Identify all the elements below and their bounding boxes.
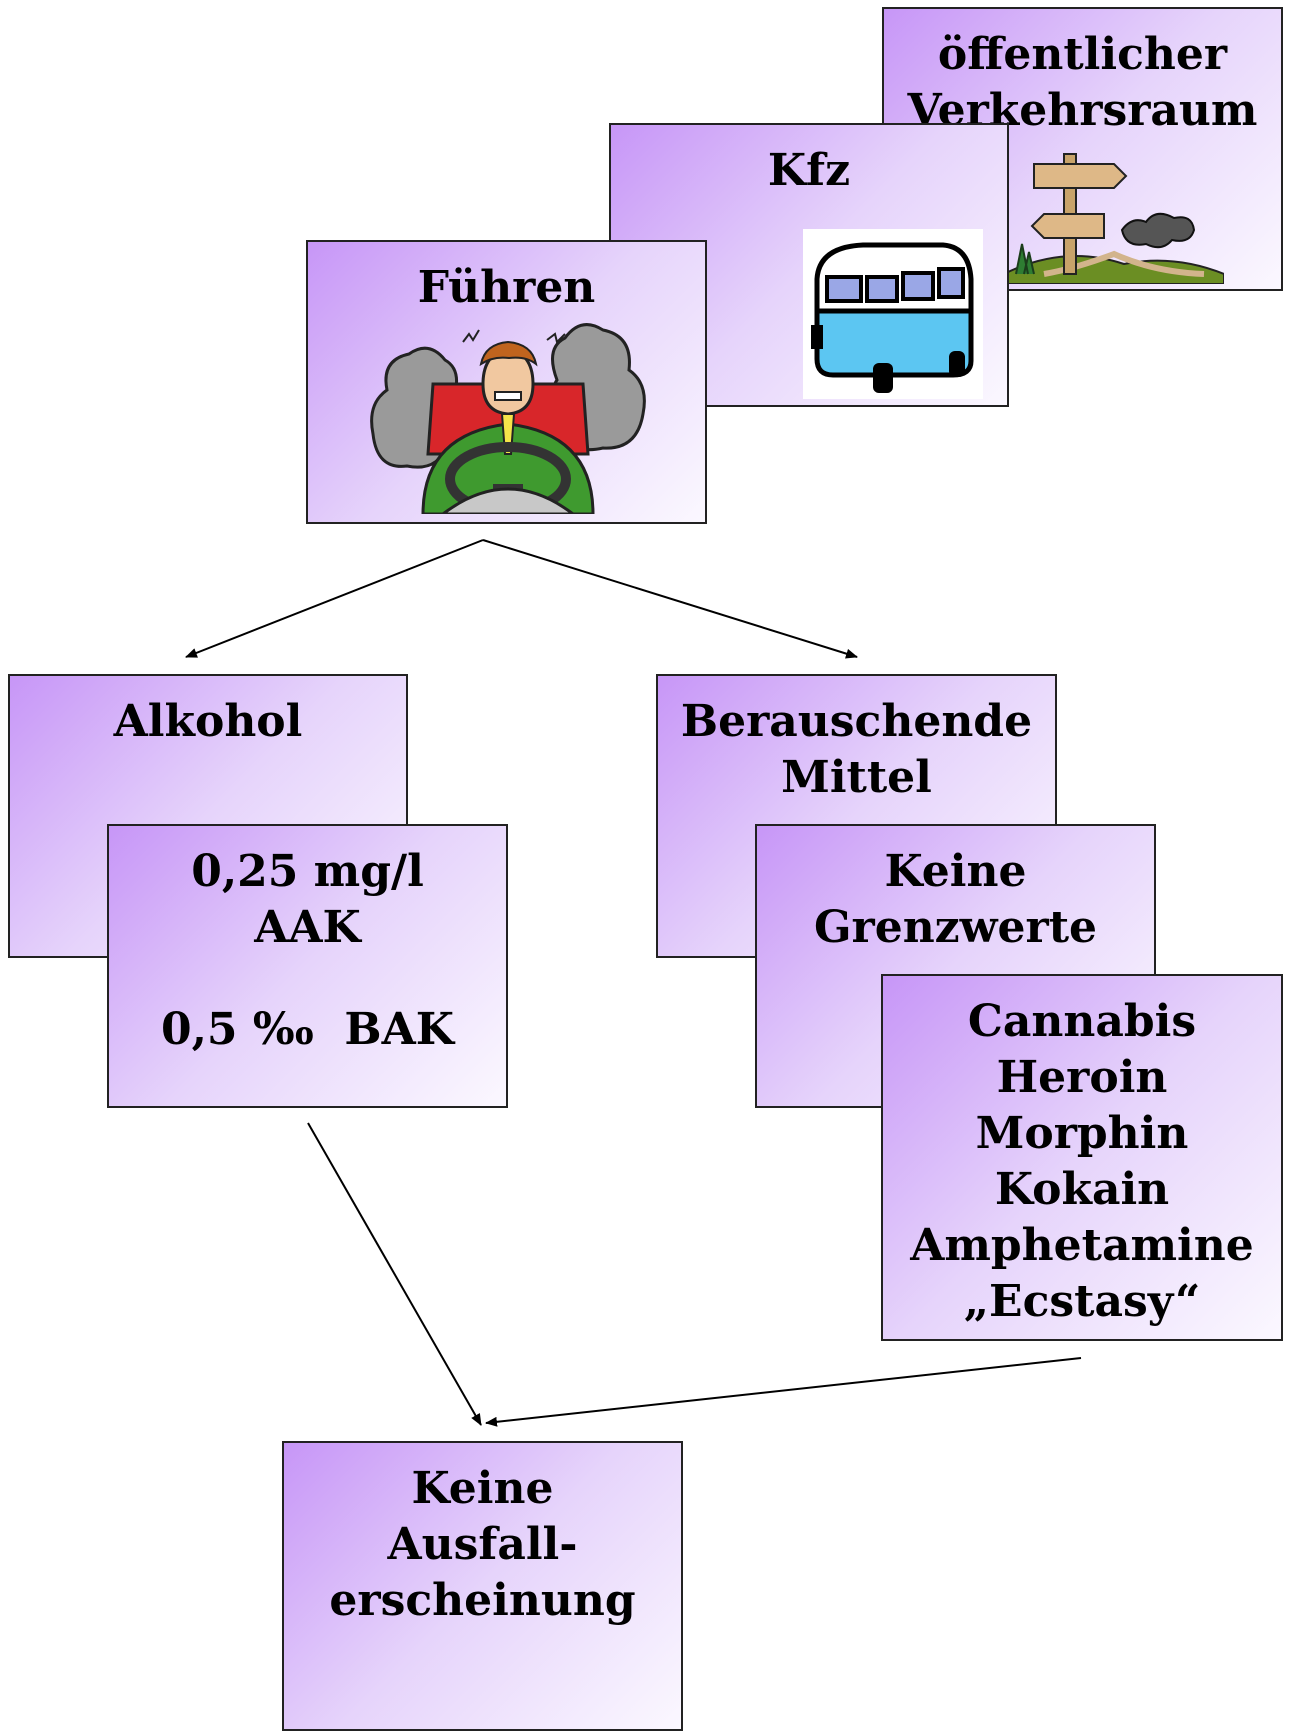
box-fuehren: Führen	[306, 240, 707, 524]
verkehrsraum-line-1: öffentlicher	[937, 29, 1228, 80]
kfz-title: Kfz	[767, 145, 851, 196]
substanz-amphetamine: Amphetamine	[910, 1220, 1254, 1271]
arrow-fuehren-to-alkohol	[185, 539, 484, 658]
ausfall-line-2: Ausfall-	[387, 1519, 578, 1570]
berauschende-mittel-line-1: Berauschende	[680, 696, 1033, 747]
grenzwert-bak: 0,5 ‰ BAK	[160, 1004, 454, 1055]
substanz-heroin: Heroin	[996, 1052, 1168, 1103]
stressed-driver-icon	[370, 323, 646, 514]
alkohol-title: Alkohol	[113, 696, 303, 747]
substanz-cannabis: Cannabis	[967, 996, 1197, 1047]
arrow-fuehren-to-berauschende-mittel	[482, 539, 858, 659]
box-grenzwert-alkohol: 0,25 mg/l AAK 0,5 ‰ BAK	[107, 824, 508, 1108]
substanz-ecstasy: „Ecstasy“	[963, 1276, 1201, 1327]
keine-grenzwerte-line-1: Keine	[884, 846, 1027, 897]
arrow-substanzen-to-ausfall	[485, 1357, 1082, 1427]
arrow-alkohol-to-ausfall	[307, 1122, 482, 1426]
signpost-landscape-icon	[1004, 153, 1224, 284]
substanz-kokain: Kokain	[994, 1164, 1170, 1215]
ausfall-line-1: Keine	[411, 1463, 554, 1514]
box-substanzen: Cannabis Heroin Morphin Kokain Amphetami…	[881, 974, 1283, 1341]
ausfall-line-3: erscheinung	[329, 1575, 636, 1626]
van-icon	[803, 229, 983, 399]
grenzwert-aak-value: 0,25 mg/l	[191, 846, 424, 897]
keine-grenzwerte-line-2: Grenzwerte	[813, 902, 1098, 953]
berauschende-mittel-line-2: Mittel	[781, 752, 932, 803]
grenzwert-aak-label: AAK	[254, 902, 361, 953]
fuehren-title: Führen	[417, 262, 596, 313]
substanz-morphin: Morphin	[975, 1108, 1189, 1159]
box-keine-ausfallerscheinung: Keine Ausfall- erscheinung	[282, 1441, 683, 1731]
